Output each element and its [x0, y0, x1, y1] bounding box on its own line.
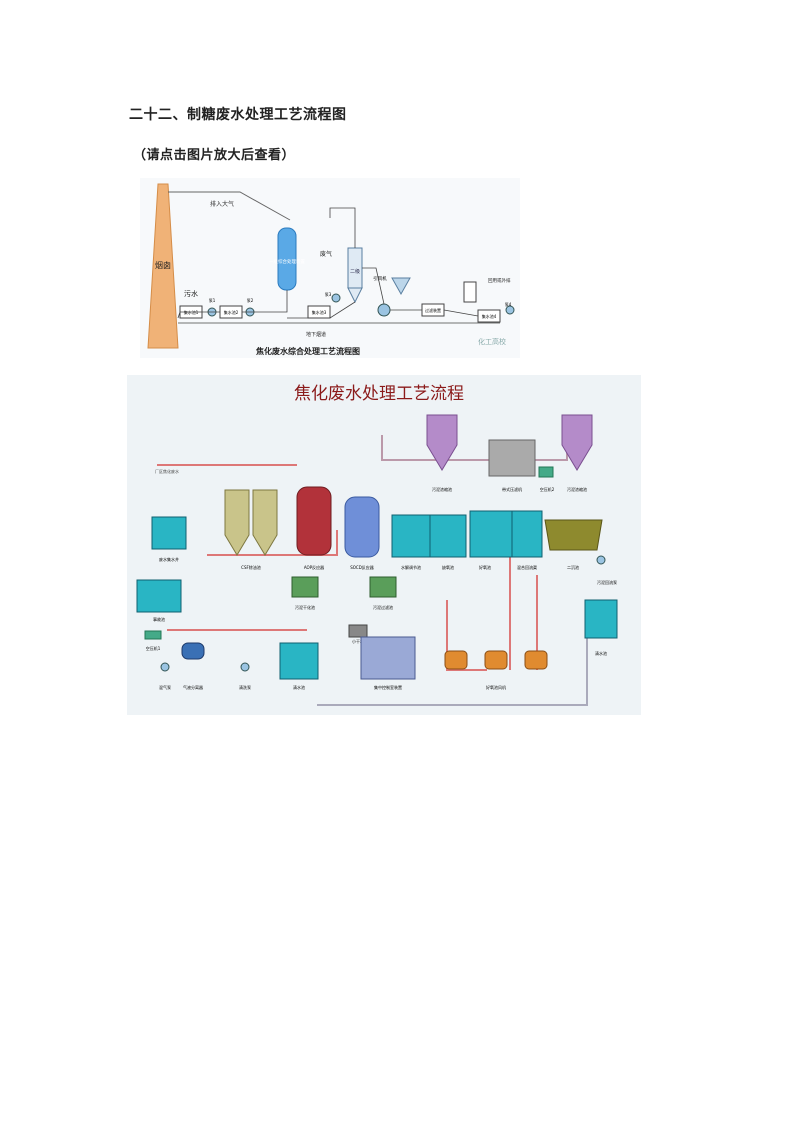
sludge-reflux-pump-label: 污泥回流泵 — [597, 579, 617, 585]
clean-pump-label: 清洗泵 — [239, 684, 251, 690]
watermark: 化工高校 — [478, 337, 506, 346]
filter-label: 过滤装置 — [425, 307, 441, 313]
figure-1-flow-diagram: 烟囱 排入大气 一级综合处理装置 二级 污水 废气 集水池1 集水池2 集水池3… — [140, 178, 520, 358]
aerobic-blower-label: 好氧池风机 — [486, 684, 506, 690]
clean-tank-label: 清水池 — [293, 684, 305, 690]
sludge-filter-label: 污泥过滤池 — [373, 604, 393, 610]
tower2-label: 二级 — [350, 268, 360, 275]
figure1-caption: 焦化废水综合处理工艺流程图 — [255, 346, 360, 356]
tank4-label: 集水池4 — [482, 313, 497, 319]
secondary-settling-label: 二沉池 — [567, 564, 579, 570]
csf-label: CSF除油池 — [241, 564, 261, 570]
figure-2-flow-diagram: 焦化废水处理工艺流程 厂区焦化废水 污泥浓缩池 污泥浓缩池 带式压滤机 空压机2… — [127, 375, 641, 715]
tower1-label: 一级综合处理装置 — [269, 258, 305, 265]
pump3-label: 泵3 — [325, 292, 332, 297]
gas-separator-label: 气液分离器 — [183, 684, 203, 690]
figure2-title: 焦化废水处理工艺流程 — [294, 384, 464, 404]
aerobic-label: 好氧池 — [479, 564, 491, 570]
control-cabinet-label: 集中控制室装置 — [374, 684, 402, 690]
chimney-label: 烟囱 — [155, 260, 171, 270]
anaerobic-label: 缺氧池 — [442, 564, 454, 570]
air-compressor2-label: 空压机2 — [540, 486, 555, 492]
regulating-label: 水解调节池 — [401, 564, 421, 570]
sludge-thicken2-label: 污泥浓缩池 — [567, 486, 587, 492]
aop-label: AOP反应器 — [304, 564, 324, 570]
factory-inflow-label: 厂区焦化废水 — [155, 468, 179, 474]
mixed-reflux-label: 混合回流渠 — [517, 564, 537, 570]
waste-gas-label: 废气 — [320, 250, 332, 258]
reuse-label: 回用或外排 — [488, 277, 511, 284]
tank3-label: 集水池3 — [312, 309, 327, 315]
final-clear-label: 清水池 — [595, 650, 607, 656]
pump1-label: 泵1 — [209, 298, 216, 303]
tank2-label: 集水池2 — [224, 309, 239, 315]
accident-tank-label: 事故池 — [153, 616, 165, 622]
sludge-thicken1-label: 污泥浓缩池 — [432, 486, 452, 492]
mix-pump-label: 混气泵 — [159, 684, 171, 690]
raw-water-lift-label: 废水集水井 — [159, 556, 179, 562]
page-note: （请点击图片放大后查看） — [133, 148, 296, 163]
exhaust-label: 排入大气 — [210, 200, 234, 208]
page-heading: 二十二、制糖废水处理工艺流程图 — [129, 107, 347, 123]
sewage-label: 污水 — [184, 289, 198, 298]
fan-label: 引风机 — [373, 275, 387, 282]
sludge-dry-label: 污泥干化池 — [295, 604, 315, 610]
socd-label: SOCD反应器 — [350, 564, 374, 570]
air-compressor1-label: 空压机1 — [146, 645, 161, 651]
belt-filter-label: 带式压滤机 — [502, 486, 522, 492]
pump2-label: 泵2 — [247, 298, 254, 303]
small-dryer-label: 小干机 — [352, 638, 364, 644]
underground-label: 地下烟道 — [306, 331, 326, 338]
pump4-label: 泵4 — [505, 302, 512, 307]
